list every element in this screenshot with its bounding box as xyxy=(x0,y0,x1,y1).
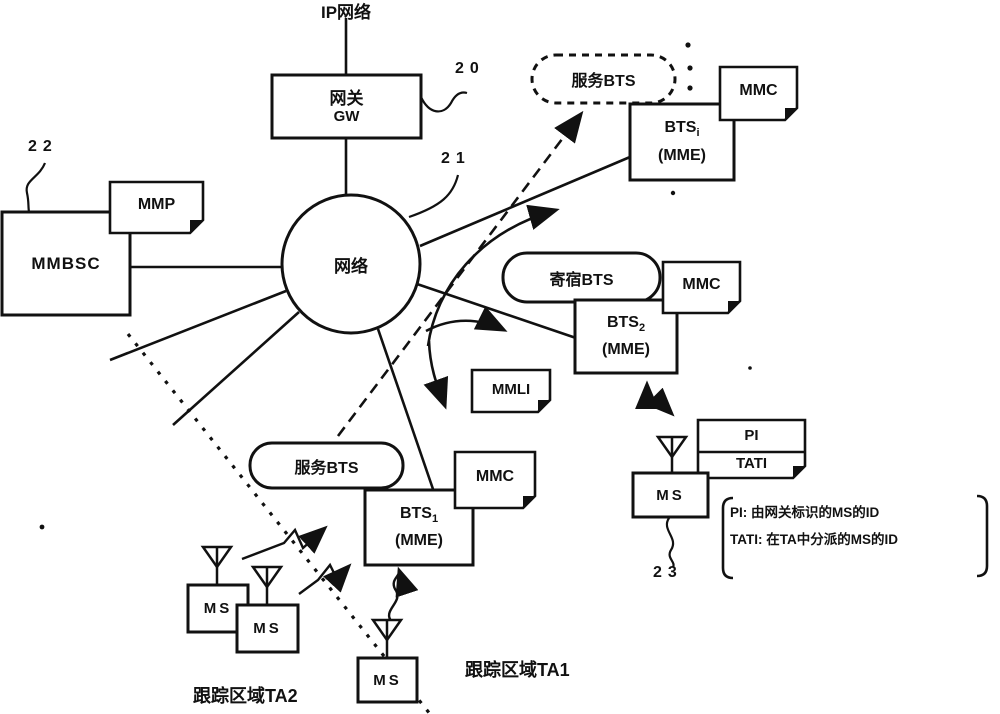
bts2-box xyxy=(573,298,679,375)
antenna-ms-left1 xyxy=(200,545,234,585)
note-mmp xyxy=(108,180,205,235)
mmc-bts1-note-label: MMC xyxy=(475,468,515,485)
bts1-label: BTS1 (MME) xyxy=(365,490,473,565)
tracking-area-ta2-label: 跟踪区域TA2 xyxy=(193,686,298,706)
antenna-ms-left2 xyxy=(250,565,284,605)
radio-zigzag-ms-left1 xyxy=(241,525,328,561)
curved-arrow-down-mmli xyxy=(423,340,449,410)
ms-box-left2 xyxy=(235,603,300,654)
bts2-name: BTS2 xyxy=(606,313,646,335)
gateway-box xyxy=(270,73,423,140)
gateway-label-cn: 网关 xyxy=(329,88,364,108)
ref23-leader xyxy=(665,517,675,568)
pi-note-label: PI xyxy=(744,426,759,444)
ref-23: 23 xyxy=(653,564,683,581)
network-label: 网络 xyxy=(334,256,368,276)
note-mmli xyxy=(470,368,552,414)
ms-right-label: MS xyxy=(656,486,685,504)
serving-bts-label: 服务BTS xyxy=(294,459,359,477)
note-mmc-btsi xyxy=(718,65,799,122)
ellipsis-dots xyxy=(39,42,752,530)
tati-note-label: TATI xyxy=(735,454,768,472)
gateway-label: 网关 GW xyxy=(272,75,421,138)
link-network-left-upper xyxy=(109,289,287,362)
curved-arrow-to-btsi xyxy=(426,204,560,347)
ms-box-right xyxy=(631,471,710,519)
mmc-bts2-note-label: MMC xyxy=(682,276,721,293)
radio-zigzag-ms-left2 xyxy=(298,562,352,595)
anchor-bts-label: 寄宿BTS xyxy=(549,271,614,289)
antenna-ms-right xyxy=(655,435,689,473)
mmli-note-label: MMLI xyxy=(491,380,531,398)
gateway-label-en: GW xyxy=(333,107,360,125)
ref-21: 21 xyxy=(441,150,471,167)
ms-left1-label: MS xyxy=(203,600,233,617)
bts2-mme: (MME) xyxy=(602,341,650,359)
ref20-leader xyxy=(420,91,468,113)
legend-bracket-right xyxy=(976,494,989,578)
ms-left2-label: MS xyxy=(253,620,282,637)
radio-arrow-bts2-ms xyxy=(635,380,675,417)
network-circle xyxy=(280,193,422,335)
curved-arrow-to-bts2 xyxy=(425,306,508,333)
ref-20: 20 xyxy=(455,60,485,77)
note-mmc-bts1 xyxy=(453,450,537,510)
btsi-label: BTSi (MME) xyxy=(630,104,734,180)
btsi-name: BTSi xyxy=(664,119,700,140)
serving-bts-dashed-oval xyxy=(530,53,677,105)
serving-bts-new-label: 服务BTS xyxy=(571,73,636,90)
ref-22: 22 xyxy=(28,138,58,155)
ref21-leader xyxy=(408,174,460,219)
mmbsc-box xyxy=(0,210,132,317)
mmbsc-label: MMBSC xyxy=(31,253,101,273)
serving-bts-oval xyxy=(248,441,405,490)
link-network-bts1 xyxy=(376,328,436,493)
legend-bracket-left xyxy=(721,496,734,580)
handover-dashed-arrow xyxy=(336,110,584,437)
bts2-label: BTS2 (MME) xyxy=(575,300,677,373)
note-pi-tati xyxy=(696,418,807,480)
legend-line1: PI: 由网关标识的MS的ID xyxy=(730,505,880,520)
btsi-box xyxy=(628,102,736,182)
note-mmc-bts2 xyxy=(661,260,742,315)
ref22-leader xyxy=(25,162,47,213)
radio-arrow-ms-bts1 xyxy=(388,566,419,623)
btsi-mme: (MME) xyxy=(658,146,706,164)
bts1-name: BTS1 xyxy=(399,504,439,526)
tracking-area-ta1-label: 跟踪区域TA1 xyxy=(465,660,570,680)
legend-line2: TATI: 在TA中分派的MS的ID xyxy=(730,532,898,547)
ta-boundary-line xyxy=(126,333,432,714)
ip-network-label: IP网络 xyxy=(320,2,372,22)
link-network-btsi xyxy=(419,155,631,248)
link-network-left-lower xyxy=(172,311,300,426)
mmc-btsi-note-label: MMC xyxy=(739,82,778,99)
ms-center-label: MS xyxy=(373,671,402,689)
antenna-ms-center xyxy=(370,618,404,658)
bts1-mme: (MME) xyxy=(395,532,443,550)
ms-box-center xyxy=(356,656,419,704)
mmp-note-label: MMP xyxy=(137,196,176,213)
